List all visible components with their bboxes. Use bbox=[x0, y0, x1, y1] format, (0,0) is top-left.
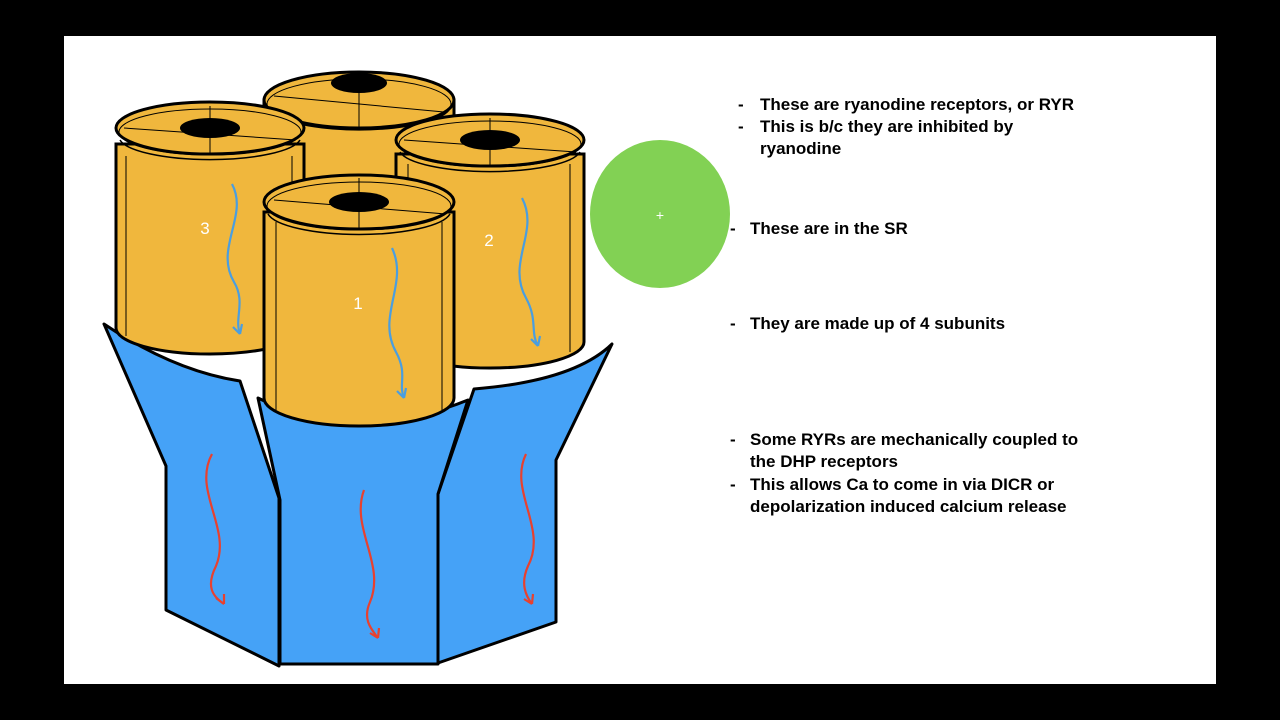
bullet-dash: - bbox=[730, 219, 736, 238]
calcium-flow-arrow bbox=[388, 247, 406, 399]
bullet-dash: - bbox=[738, 95, 744, 114]
subunit-label-2: 2 bbox=[484, 231, 493, 250]
calcium-flow-arrow bbox=[520, 453, 535, 605]
charge-plus-label: + bbox=[656, 207, 664, 223]
note-line: They are made up of 4 subunits bbox=[750, 314, 1006, 333]
calcium-flow-arrow bbox=[226, 183, 242, 335]
subunit-label-1: 1 bbox=[353, 294, 362, 313]
bullet-dash: - bbox=[738, 117, 744, 136]
note-line: Some RYRs are mechanically coupled to bbox=[750, 430, 1079, 449]
calcium-flow-arrow bbox=[359, 489, 381, 639]
subunit-label-3: 3 bbox=[200, 219, 209, 238]
calcium-flow-arrow bbox=[205, 453, 226, 605]
slide: 3 2 1 + - These are ryanodine receptors,… bbox=[64, 36, 1216, 684]
note-line: depolarization induced calcium release bbox=[750, 497, 1067, 516]
notes: - These are ryanodine receptors, or RYR … bbox=[64, 36, 1216, 684]
note-line: These are in the SR bbox=[750, 219, 908, 238]
bullet-dash: - bbox=[730, 314, 736, 333]
note-line: ryanodine bbox=[760, 139, 842, 158]
note-line: the DHP receptors bbox=[750, 452, 899, 471]
note-line: These are ryanodine receptors, or RYR bbox=[760, 95, 1074, 114]
note-line: This allows Ca to come in via DICR or bbox=[750, 475, 1055, 494]
bullet-dash: - bbox=[730, 430, 736, 449]
note-line: This is b/c they are inhibited by bbox=[760, 117, 1014, 136]
calcium-flow-arrow bbox=[518, 197, 539, 347]
ryr-diagram: 3 2 1 + bbox=[102, 70, 730, 668]
calcium-ion-circle: + bbox=[590, 140, 730, 288]
bullet-dash: - bbox=[730, 475, 736, 494]
ryr-subunit-1 bbox=[262, 173, 456, 428]
